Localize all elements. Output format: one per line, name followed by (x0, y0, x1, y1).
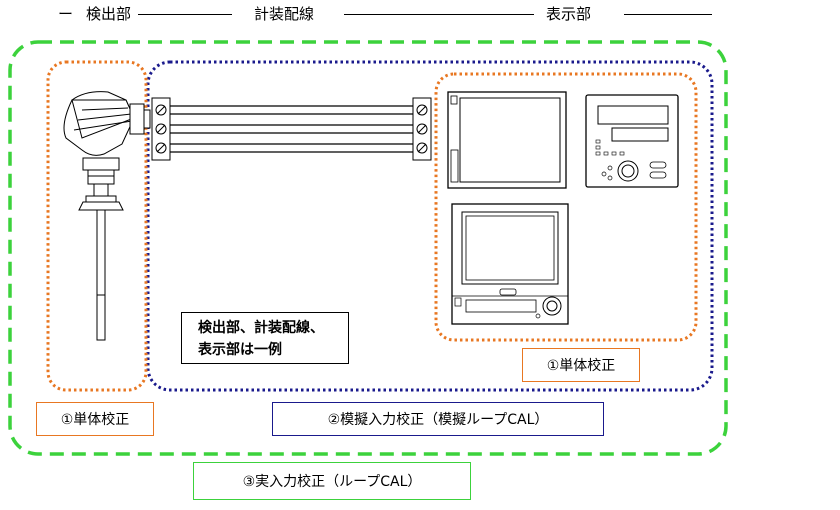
note-line-2: 表示部は一例 (198, 342, 282, 358)
wiring-lines (170, 105, 414, 153)
terminal-block-left-icon (151, 97, 171, 161)
header-line-1 (138, 14, 232, 15)
header-line-2 (344, 14, 534, 15)
header-wiring: 計装配線 (248, 4, 321, 24)
header-detector: 検出部 (80, 4, 138, 24)
thermocouple-sensor-icon (63, 91, 151, 341)
single-cal-region-left (46, 60, 148, 392)
digital-indicator-icon (585, 94, 679, 188)
note-box: 検出部、計装配線、 表示部は一例 (181, 312, 349, 364)
simulated-cal-region (146, 60, 714, 392)
actual-cal-region (8, 40, 728, 456)
header-display: 表示部 (540, 4, 598, 24)
paperless-recorder-icon (451, 203, 569, 325)
note-line-1: 検出部、計装配線、 (198, 320, 324, 336)
actual-cal-label: ③実入力校正（ループCAL） (193, 462, 471, 500)
single-cal-region-right (434, 72, 698, 342)
header-dash: ー (52, 4, 80, 24)
chart-recorder-icon (447, 91, 567, 189)
terminal-block-right-icon (412, 97, 432, 161)
single-cal-label-left: ①単体校正 (36, 402, 154, 436)
simulated-cal-label: ②模擬入力校正（模擬ループCAL） (272, 402, 604, 436)
single-cal-label-right: ①単体校正 (522, 348, 640, 382)
header-line-3 (624, 14, 712, 15)
